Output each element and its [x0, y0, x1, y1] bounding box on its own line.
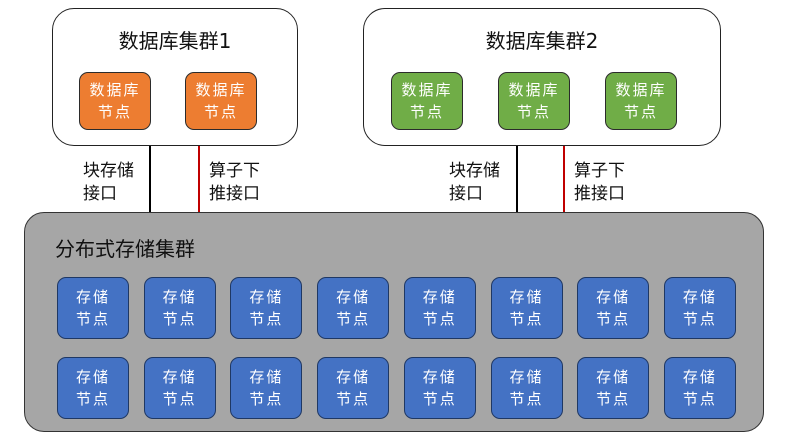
node-label: 数据库	[508, 81, 560, 99]
storage-node: 存储节点	[403, 357, 476, 419]
node-label: 存储	[596, 288, 631, 306]
node-label: 节点	[422, 310, 457, 328]
database-node: 数据库 节点	[391, 72, 463, 130]
node-label: 节点	[336, 310, 371, 328]
node-label: 节点	[75, 310, 110, 328]
node-label: 数据库	[615, 81, 667, 99]
node-label: 存储	[162, 288, 197, 306]
node-label: 节点	[596, 390, 631, 408]
storage-node: 存储节点	[317, 357, 390, 419]
node-label: 存储	[249, 288, 284, 306]
node-label: 节点	[596, 310, 631, 328]
database-node: 数据库 节点	[79, 72, 151, 130]
label-line: 块存储	[83, 161, 134, 181]
node-label: 存储	[509, 368, 544, 386]
database-node: 数据库 节点	[185, 72, 257, 130]
node-label: 存储	[162, 368, 197, 386]
storage-node: 存储节点	[230, 357, 303, 419]
node-label: 节点	[516, 103, 551, 121]
pushdown-connector	[563, 146, 565, 212]
storage-node: 存储节点	[663, 277, 736, 339]
node-label: 存储	[682, 288, 717, 306]
block-storage-connector	[149, 146, 151, 212]
node-label: 节点	[623, 103, 658, 121]
storage-node: 存储节点	[57, 357, 129, 419]
label-line: 接口	[449, 184, 483, 204]
storage-node: 存储节点	[663, 357, 736, 419]
node-label: 存储	[422, 288, 457, 306]
node-label: 节点	[682, 390, 717, 408]
node-label: 节点	[162, 390, 197, 408]
node-label: 存储	[682, 368, 717, 386]
block-storage-interface-label: 块存储 接口	[449, 160, 500, 206]
storage-node: 存储节点	[490, 277, 563, 339]
pushdown-connector	[198, 146, 200, 212]
node-label: 节点	[249, 390, 284, 408]
node-label: 节点	[75, 390, 110, 408]
storage-node: 存储节点	[317, 277, 390, 339]
node-label: 节点	[682, 310, 717, 328]
storage-node: 存储节点	[143, 277, 216, 339]
database-node: 数据库 节点	[605, 72, 677, 130]
storage-node: 存储节点	[403, 277, 476, 339]
node-label: 节点	[97, 103, 132, 121]
storage-node: 存储节点	[577, 277, 650, 339]
storage-node: 存储节点	[490, 357, 563, 419]
node-label: 存储	[75, 368, 110, 386]
node-label: 节点	[162, 310, 197, 328]
label-line: 推接口	[574, 184, 625, 204]
label-line: 推接口	[209, 184, 260, 204]
node-label: 节点	[509, 390, 544, 408]
node-label: 存储	[336, 368, 371, 386]
block-storage-interface-label: 块存储 接口	[83, 160, 134, 206]
label-line: 算子下	[209, 161, 260, 181]
database-node: 数据库 节点	[498, 72, 570, 130]
node-label: 节点	[249, 310, 284, 328]
node-label: 节点	[203, 103, 238, 121]
storage-node: 存储节点	[57, 277, 129, 339]
node-label: 节点	[422, 390, 457, 408]
node-label: 存储	[509, 288, 544, 306]
node-label: 节点	[509, 310, 544, 328]
cluster-2-title: 数据库集群2	[485, 29, 599, 53]
node-label: 存储	[336, 288, 371, 306]
node-label: 数据库	[195, 81, 247, 99]
storage-node: 存储节点	[230, 277, 303, 339]
label-line: 块存储	[449, 161, 500, 181]
storage-cluster-title: 分布式存储集群	[55, 237, 195, 261]
node-label: 数据库	[89, 81, 141, 99]
node-label: 节点	[336, 390, 371, 408]
label-line: 算子下	[574, 161, 625, 181]
node-label: 数据库	[401, 81, 453, 99]
storage-node: 存储节点	[577, 357, 650, 419]
node-label: 存储	[422, 368, 457, 386]
label-line: 接口	[83, 184, 117, 204]
node-label: 存储	[75, 288, 110, 306]
database-cluster-2: 数据库集群2 数据库 节点 数据库 节点 数据库 节点	[363, 8, 721, 146]
operator-pushdown-interface-label: 算子下 推接口	[574, 160, 625, 206]
cluster-1-title: 数据库集群1	[118, 29, 232, 53]
storage-node: 存储节点	[143, 357, 216, 419]
node-label: 存储	[596, 368, 631, 386]
database-cluster-1: 数据库集群1 数据库 节点 数据库 节点	[52, 8, 298, 146]
distributed-storage-cluster: 分布式存储集群 存储节点存储节点存储节点存储节点存储节点存储节点存储节点存储节点…	[24, 212, 764, 432]
block-storage-connector	[516, 146, 518, 212]
node-label: 节点	[409, 103, 444, 121]
node-label: 存储	[249, 368, 284, 386]
operator-pushdown-interface-label: 算子下 推接口	[209, 160, 260, 206]
